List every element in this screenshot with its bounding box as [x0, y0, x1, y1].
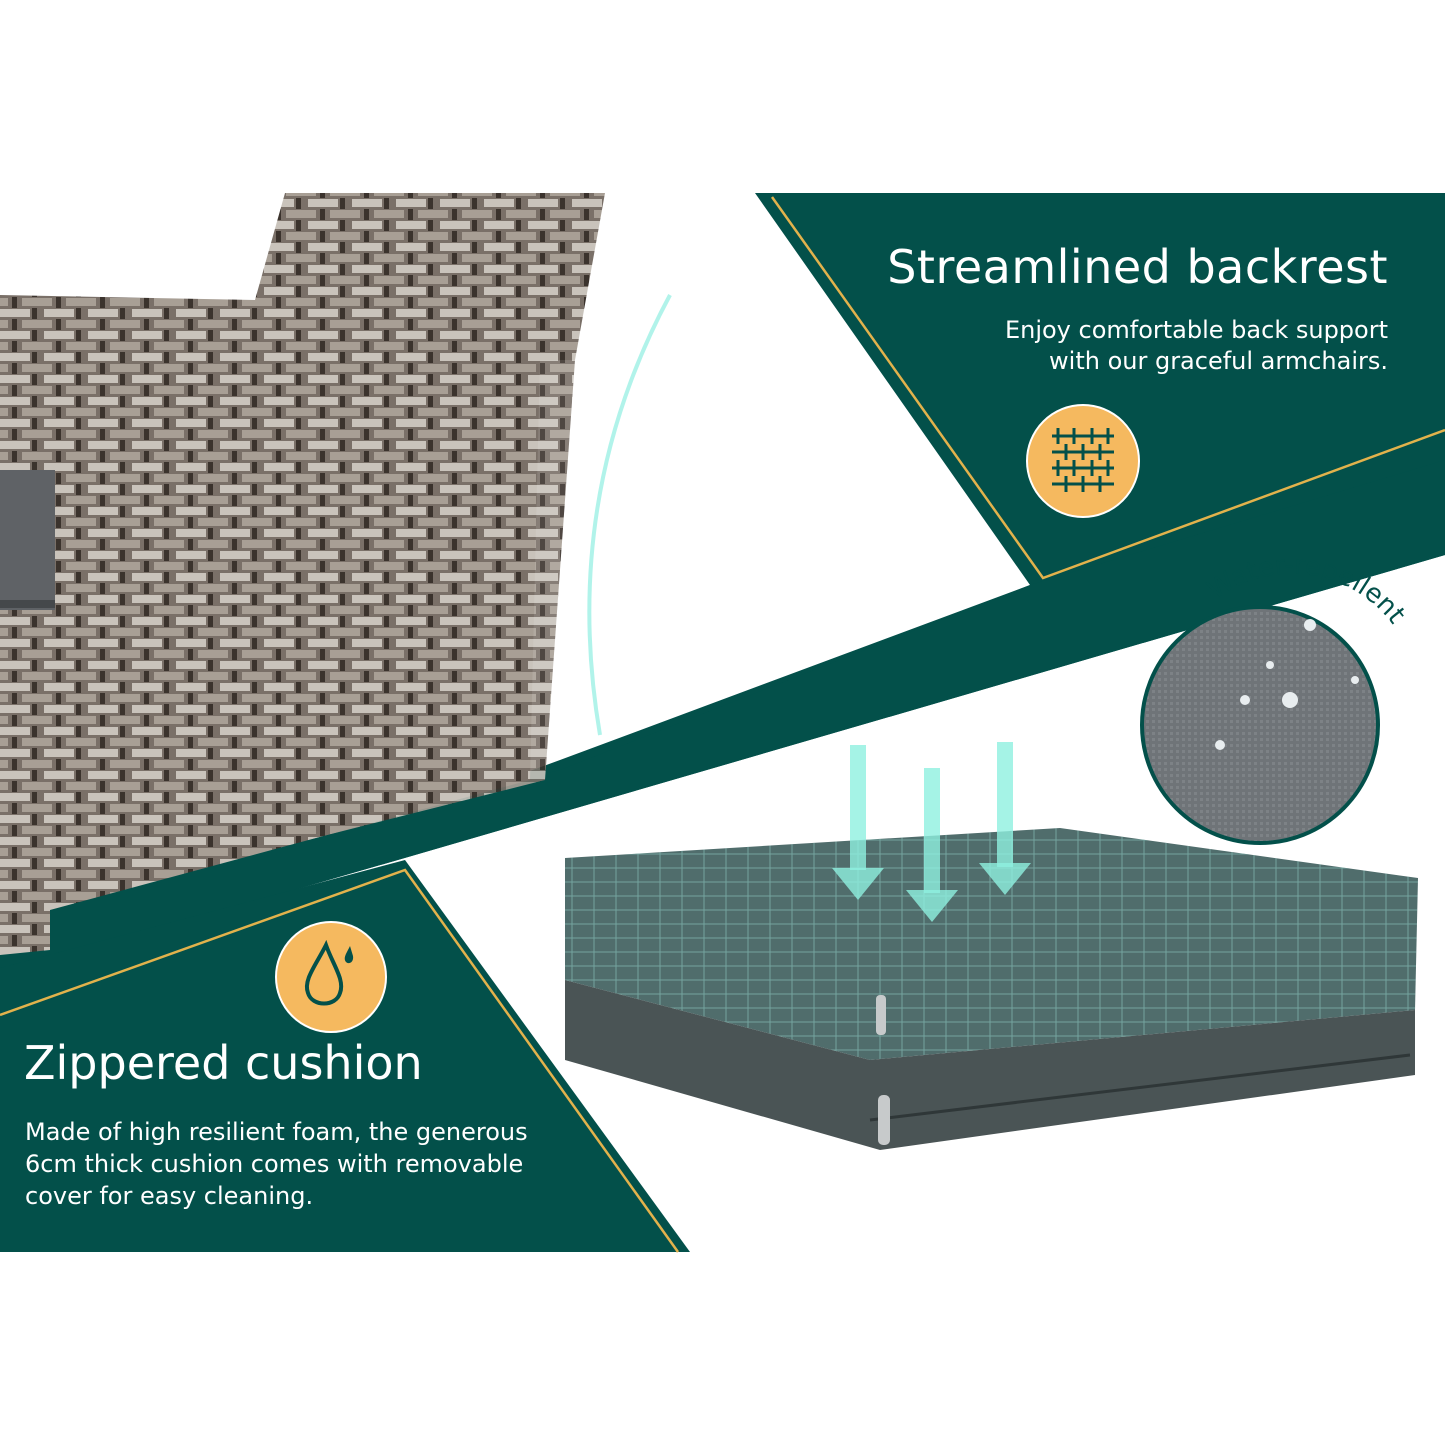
zipper-pull-icon [878, 1095, 890, 1145]
gold-divider-line [770, 196, 1445, 580]
weave-icon [1026, 404, 1140, 518]
gold-divider-line [0, 868, 680, 1253]
arrow-down-icon [979, 742, 1031, 895]
arrow-down-icon [906, 768, 958, 922]
cushion-image [565, 828, 1418, 1150]
description-line: Enjoy comfortable back support [1004, 316, 1388, 344]
feature-description-cushion: Made of high resilient foam, the generou… [25, 1116, 528, 1212]
wicker-chair-image [0, 193, 605, 955]
decorative-arc [587, 294, 672, 736]
description-line: 6cm thick cushion comes with removable [25, 1150, 524, 1178]
arrow-down-icon [832, 745, 884, 900]
bottom-left-panel [0, 860, 690, 1252]
description-line: cover for easy cleaning. [25, 1182, 314, 1210]
fabric-closeup-badge [1140, 605, 1380, 845]
water-droplets [1215, 619, 1359, 750]
water-drop-icon [275, 921, 387, 1033]
pressure-arrows [832, 742, 1031, 922]
description-line: Made of high resilient foam, the generou… [25, 1118, 528, 1146]
description-line: with our graceful armchairs. [1049, 347, 1388, 375]
zipper-pull-icon [876, 995, 886, 1035]
feature-description-backrest: Enjoy comfortable back support with our g… [1005, 315, 1388, 377]
feature-title-cushion: Zippered cushion [24, 1036, 423, 1090]
feature-title-backrest: Streamlined backrest [887, 240, 1388, 294]
top-right-panel [0, 193, 1445, 1000]
diagonal-band [0, 460, 1445, 975]
